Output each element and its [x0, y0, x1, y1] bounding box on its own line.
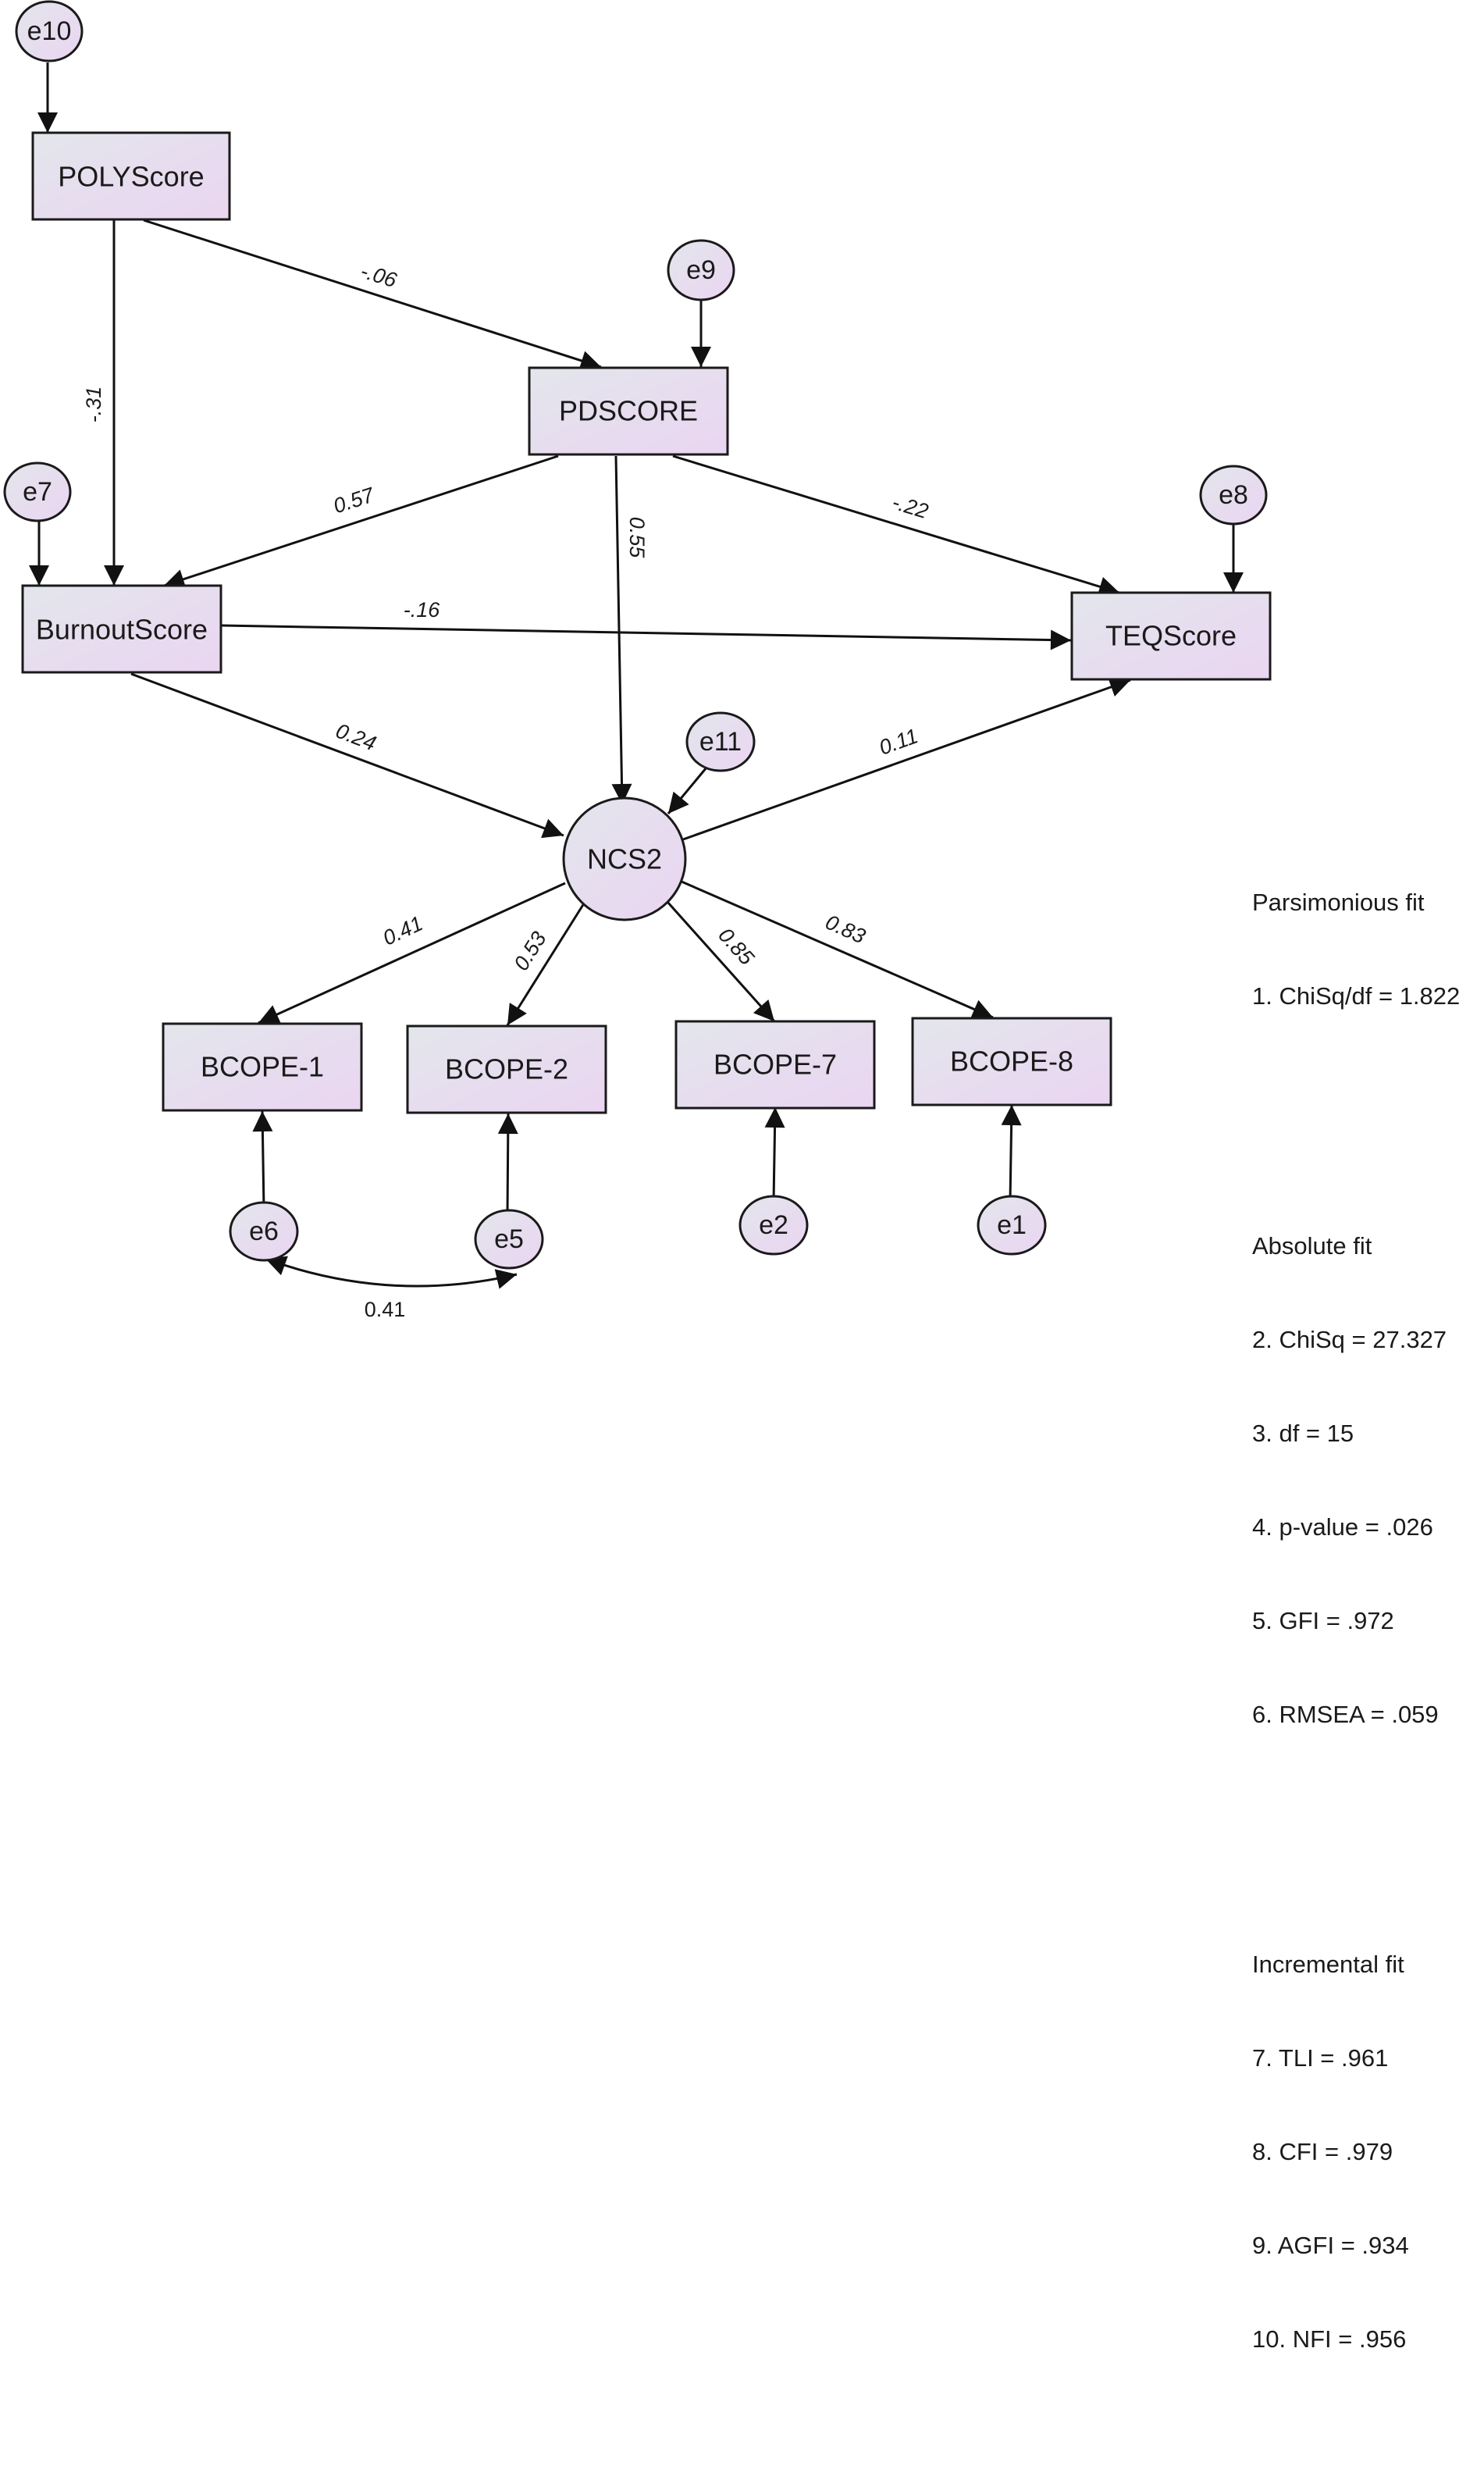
- svg-text:e2: e2: [759, 1210, 788, 1240]
- svg-text:e5: e5: [494, 1224, 524, 1254]
- fit-heading: Incremental fit: [1252, 1951, 1404, 1978]
- path-e6-to-bcope1: [252, 1110, 273, 1210]
- path-ncs2-to-bcope7: [666, 900, 776, 1023]
- fit-item: 5. GFI = .972: [1252, 1607, 1394, 1634]
- coef-poly-pdscore: -.06: [358, 259, 400, 293]
- error-e11: e11: [685, 711, 756, 772]
- svg-text:NCS2: NCS2: [587, 843, 662, 875]
- node-bcope-8: BCOPE-8: [911, 1017, 1112, 1106]
- svg-text:BurnoutScore: BurnoutScore: [36, 614, 208, 646]
- fit-item: 3. df = 15: [1252, 1420, 1354, 1447]
- fit-item: 10. NFI = .956: [1252, 2325, 1407, 2353]
- coef-pdscore-ncs2: 0.55: [625, 517, 649, 559]
- svg-text:e9: e9: [686, 255, 716, 285]
- svg-text:e10: e10: [27, 16, 72, 46]
- path-edges: [104, 219, 1131, 1026]
- svg-text:BCOPE-1: BCOPE-1: [201, 1051, 324, 1083]
- incremental-fit-group: Incremental fit 7. TLI = .961 8. CFI = .…: [1252, 1887, 1460, 2418]
- svg-text:e11: e11: [699, 727, 742, 757]
- parsimonious-fit-group: Parsimonious fit 1. ChiSq/df = 1.822: [1252, 825, 1460, 1074]
- path-pdscore-to-ncs2: [611, 455, 632, 805]
- path-burnout-to-ncs2: [130, 672, 564, 839]
- svg-text:e6: e6: [249, 1217, 279, 1246]
- node-polyscore: POLYScore: [31, 131, 231, 221]
- path-ncs2-to-bcope2: [506, 903, 585, 1026]
- error-e1: e1: [977, 1195, 1047, 1256]
- path-e1-to-bcope8: [1001, 1104, 1022, 1202]
- path-e2-to-bcope7: [764, 1106, 785, 1202]
- path-poly-to-pdscore: [143, 219, 602, 371]
- coef-pdscore-teq: -.22: [889, 490, 931, 523]
- error-e9: e9: [667, 239, 735, 301]
- coef-ncs2-bcope7: 0.85: [714, 923, 759, 970]
- svg-text:BCOPE-7: BCOPE-7: [714, 1049, 837, 1081]
- path-e5-to-bcope2: [497, 1113, 518, 1215]
- error-edges: [29, 62, 1244, 1289]
- node-ncs2: NCS2: [562, 796, 687, 921]
- model-fit-panel: Parsimonious fit 1. ChiSq/df = 1.822 Abs…: [1252, 762, 1460, 2480]
- svg-text:BCOPE-8: BCOPE-8: [950, 1046, 1073, 1078]
- coef-burnout-ncs2: 0.24: [333, 719, 379, 756]
- path-pdscore-to-teq: [672, 454, 1120, 597]
- coef-ncs2-bcope1: 0.41: [379, 911, 426, 950]
- node-pdscore: PDSCORE: [528, 366, 729, 456]
- fit-item: 4. p-value = .026: [1252, 1513, 1433, 1541]
- fit-item: 1. ChiSq/df = 1.822: [1252, 982, 1461, 1010]
- fit-heading: Absolute fit: [1252, 1232, 1372, 1260]
- path-pdscore-to-burnout: [163, 454, 559, 590]
- fit-item: 6. RMSEA = .059: [1252, 1701, 1439, 1728]
- svg-text:TEQScore: TEQScore: [1105, 620, 1237, 652]
- coefficient-labels: -.06 -.31 0.57 0.55 -.22 -.16 0.24 0.11 …: [82, 259, 931, 1320]
- svg-text:e1: e1: [997, 1210, 1027, 1240]
- error-e10: e10: [15, 0, 84, 62]
- node-bcope-2: BCOPE-2: [406, 1024, 607, 1114]
- fit-item: 7. TLI = .961: [1252, 2044, 1389, 2072]
- error-e2: e2: [738, 1195, 809, 1256]
- coef-pdscore-burnout: 0.57: [330, 483, 377, 518]
- error-e6: e6: [229, 1201, 299, 1262]
- error-e5: e5: [474, 1209, 544, 1270]
- svg-text:BCOPE-2: BCOPE-2: [445, 1053, 568, 1085]
- node-teqscore: TEQScore: [1070, 591, 1272, 681]
- fit-item: 2. ChiSq = 27.327: [1252, 1326, 1447, 1353]
- path-diagram: POLYScore PDSCORE BurnoutScore TEQScore …: [3, 0, 1272, 1320]
- svg-text:POLYScore: POLYScore: [58, 161, 204, 193]
- error-e8: e8: [1199, 465, 1268, 526]
- coef-ncs2-teq: 0.11: [876, 724, 921, 759]
- absolute-fit-group: Absolute fit 2. ChiSq = 27.327 3. df = 1…: [1252, 1168, 1460, 1793]
- node-burnoutscore: BurnoutScore: [21, 584, 222, 674]
- path-e11-to-ncs2: [667, 762, 712, 814]
- coef-ncs2-bcope8: 0.83: [822, 910, 869, 949]
- fit-item: 9. AGFI = .934: [1252, 2232, 1409, 2259]
- path-burnout-to-teq: [221, 624, 1072, 650]
- path-ncs2-to-bcope1: [258, 882, 566, 1024]
- node-bcope-7: BCOPE-7: [674, 1020, 876, 1110]
- fit-heading: Parsimonious fit: [1252, 889, 1425, 916]
- coef-e6-e5: 0.41: [365, 1298, 406, 1320]
- fit-item: 8. CFI = .979: [1252, 2138, 1393, 2165]
- node-bcope-1: BCOPE-1: [162, 1022, 363, 1112]
- coef-poly-burnout: -.31: [82, 387, 105, 423]
- covariance-e6-e5: [265, 1256, 518, 1289]
- coef-burnout-teq: -.16: [404, 598, 441, 622]
- path-ncs2-to-teq: [682, 677, 1131, 841]
- svg-text:e7: e7: [23, 477, 52, 507]
- path-ncs2-to-bcope8: [681, 880, 994, 1019]
- error-e7: e7: [3, 461, 72, 522]
- svg-text:PDSCORE: PDSCORE: [559, 395, 698, 427]
- svg-text:e8: e8: [1219, 480, 1248, 510]
